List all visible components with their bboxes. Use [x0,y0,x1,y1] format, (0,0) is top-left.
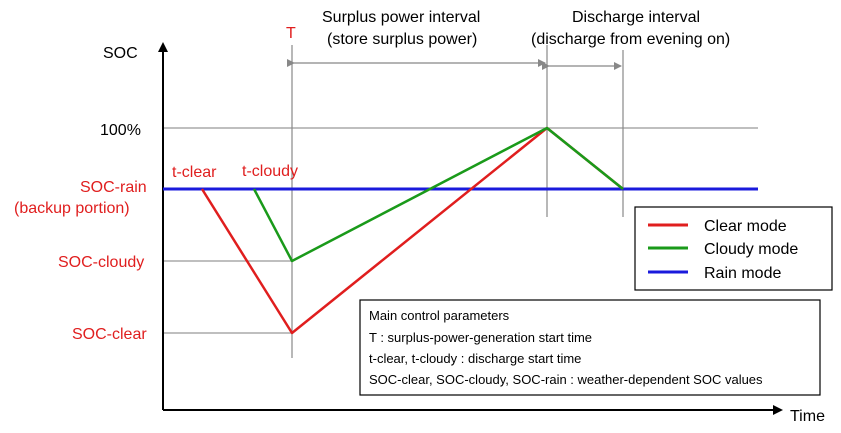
soc-rain-sub-label: (backup portion) [14,200,130,217]
soc-cloudy-label: SOC-cloudy [58,254,144,271]
parameters-line-3: SOC-clear, SOC-cloudy, SOC-rain : weathe… [369,372,763,387]
y-axis-label: SOC [103,45,138,62]
parameters-title: Main control parameters [369,308,510,323]
t-clear-label: t-clear [172,164,217,181]
x-axis-label: Time [790,408,825,425]
cloudy-mode-line [252,126,624,263]
legend-rain-label: Rain mode [704,265,781,282]
parameters-box: Main control parameters T : surplus-powe… [359,299,821,396]
soc-rain-label: SOC-rain [80,179,147,196]
legend-cloudy-label: Cloudy mode [704,241,798,258]
legend-clear-label: Clear mode [704,218,787,235]
soc-clear-label: SOC-clear [72,326,147,343]
surplus-interval-title: Surplus power interval [322,9,480,26]
parameters-frame [359,299,821,396]
legend: Clear mode Cloudy mode Rain mode [634,206,833,291]
surplus-interval-subtitle: (store surplus power) [327,31,477,48]
discharge-interval-subtitle: (discharge from evening on) [531,31,730,48]
parameters-line-2: t-clear, t-cloudy : discharge start time [369,351,581,366]
T-marker-label: T [286,25,296,42]
parameters-line-1: T : surplus-power-generation start time [369,330,592,345]
t-cloudy-label: t-cloudy [242,163,298,180]
level-100-label: 100% [100,122,141,139]
discharge-interval-title: Discharge interval [572,9,700,26]
